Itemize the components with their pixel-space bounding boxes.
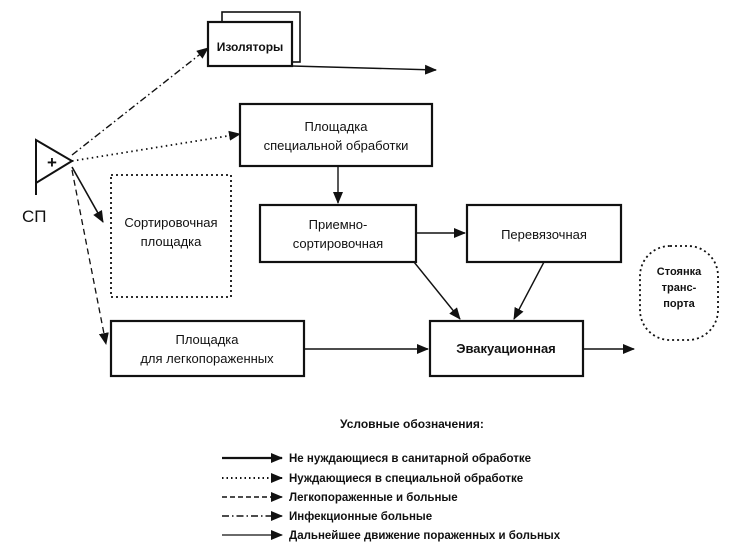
arrow-isolators-onward	[291, 64, 437, 75]
node-transport-parking-line2: транс-	[662, 282, 697, 294]
legend-item-label: Не нуждающиеся в санитарной обработке	[289, 453, 531, 465]
legend-item-label: Инфекционные больные	[289, 511, 432, 523]
node-sorting-area-line2: площадка	[141, 234, 202, 249]
node-special-treatment-line1: Площадка	[304, 119, 368, 134]
sp-plus-sign: +	[47, 153, 57, 172]
node-transport-parking: Стоянка транс- порта	[639, 245, 719, 341]
node-reception-sorting-line1: Приемно-	[309, 217, 368, 232]
node-evacuation: Эвакуационная	[428, 319, 585, 378]
sp-label: СП	[22, 207, 47, 226]
arrow-sp-to-special-treatment	[71, 130, 241, 162]
node-special-treatment-line2: специальной обработки	[264, 138, 409, 153]
legend-item: Не нуждающиеся в санитарной обработке	[222, 453, 531, 465]
flow-arrows	[71, 47, 635, 354]
node-special-treatment: Площадка специальной обработки	[238, 102, 434, 168]
legend-item: Нуждающиеся в специальной обработке	[222, 473, 523, 485]
node-dressing: Перевязочная	[465, 203, 623, 264]
legend-item-label: Легкопораженные и больные	[289, 492, 458, 504]
node-light-injured-line2: для легкопораженных	[140, 351, 274, 366]
node-sorting-area-line1: Сортировочная	[124, 215, 217, 230]
arrow-reception-to-evacuation	[413, 261, 461, 320]
legend-item: Дальнейшее движение пораженных и больных	[222, 530, 561, 542]
legend-item-label: Нуждающиеся в специальной обработке	[289, 473, 523, 485]
sp-post-symbol: + СП	[22, 138, 74, 226]
node-evacuation-label: Эвакуационная	[456, 341, 556, 356]
legend-title: Условные обозначения:	[340, 417, 484, 431]
node-transport-parking-line1: Стоянка	[657, 266, 702, 278]
legend: Условные обозначения: Не нуждающиеся в с…	[222, 417, 561, 542]
legend-item-label: Дальнейшее движение пораженных и больных	[289, 530, 561, 542]
arrow-sp-to-sorting-area	[71, 166, 104, 223]
sp-triangle-icon	[35, 138, 74, 185]
legend-item: Инфекционные больные	[222, 511, 432, 523]
legend-item: Легкопораженные и больные	[222, 492, 458, 504]
arrow-dressing-to-evacuation	[513, 261, 545, 320]
node-reception-sorting: Приемно- сортировочная	[258, 203, 418, 264]
node-isolators: Изоляторы	[206, 11, 301, 68]
node-dressing-label: Перевязочная	[501, 227, 587, 242]
node-transport-parking-line3: порта	[663, 298, 695, 310]
node-isolators-label: Изоляторы	[217, 40, 284, 54]
node-sorting-area: Сортировочная площадка	[110, 174, 232, 298]
arrow-sp-to-isolators	[71, 47, 209, 156]
node-light-injured-line1: Площадка	[175, 332, 239, 347]
node-light-injured: Площадка для легкопораженных	[109, 319, 306, 378]
node-reception-sorting-line2: сортировочная	[293, 236, 383, 251]
